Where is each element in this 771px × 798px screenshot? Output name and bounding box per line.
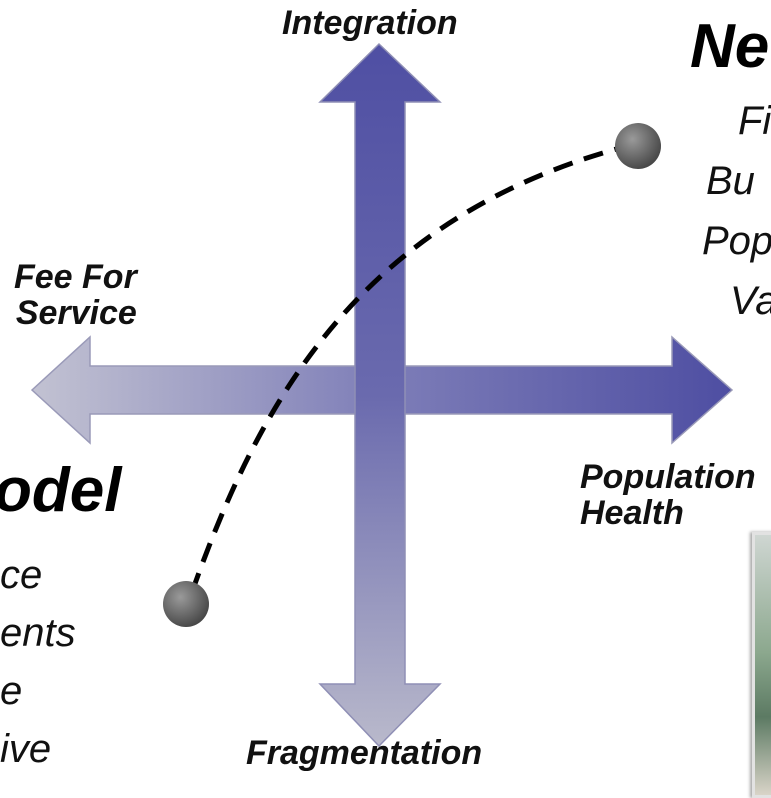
old-model-item-3: e <box>0 669 23 713</box>
axis-label-right-line2: Health <box>580 493 684 532</box>
old-model-title: odel <box>0 456 122 525</box>
quadrant-diagram <box>30 42 734 748</box>
axis-label-left-line2: Service <box>15 293 137 332</box>
new-model-item-4: Va <box>730 279 771 323</box>
old-model-dot <box>163 581 209 627</box>
transition-path <box>189 145 621 593</box>
new-model-title: Ne <box>690 12 770 81</box>
axis-label-bottom: Fragmentation <box>246 734 483 772</box>
new-model-item-2: Bu <box>706 159 755 203</box>
old-model-item-1: ce <box>0 553 43 597</box>
new-model-item-1: Fi <box>738 99 771 143</box>
old-model-item-2: ents <box>0 611 76 655</box>
photo-thumbnail <box>752 532 771 798</box>
vertical-axis-arrow <box>318 42 442 748</box>
old-model-item-4: ive <box>0 727 52 771</box>
new-model-item-3: Pop <box>702 219 771 263</box>
axis-label-left: Fee For Service <box>14 258 137 332</box>
axis-label-top: Integration <box>282 4 458 42</box>
new-model-dot <box>615 123 661 169</box>
axis-label-right: Population Health <box>580 458 756 532</box>
axis-label-left-line1: Fee For <box>14 258 137 296</box>
axis-label-right-line1: Population <box>580 458 756 496</box>
